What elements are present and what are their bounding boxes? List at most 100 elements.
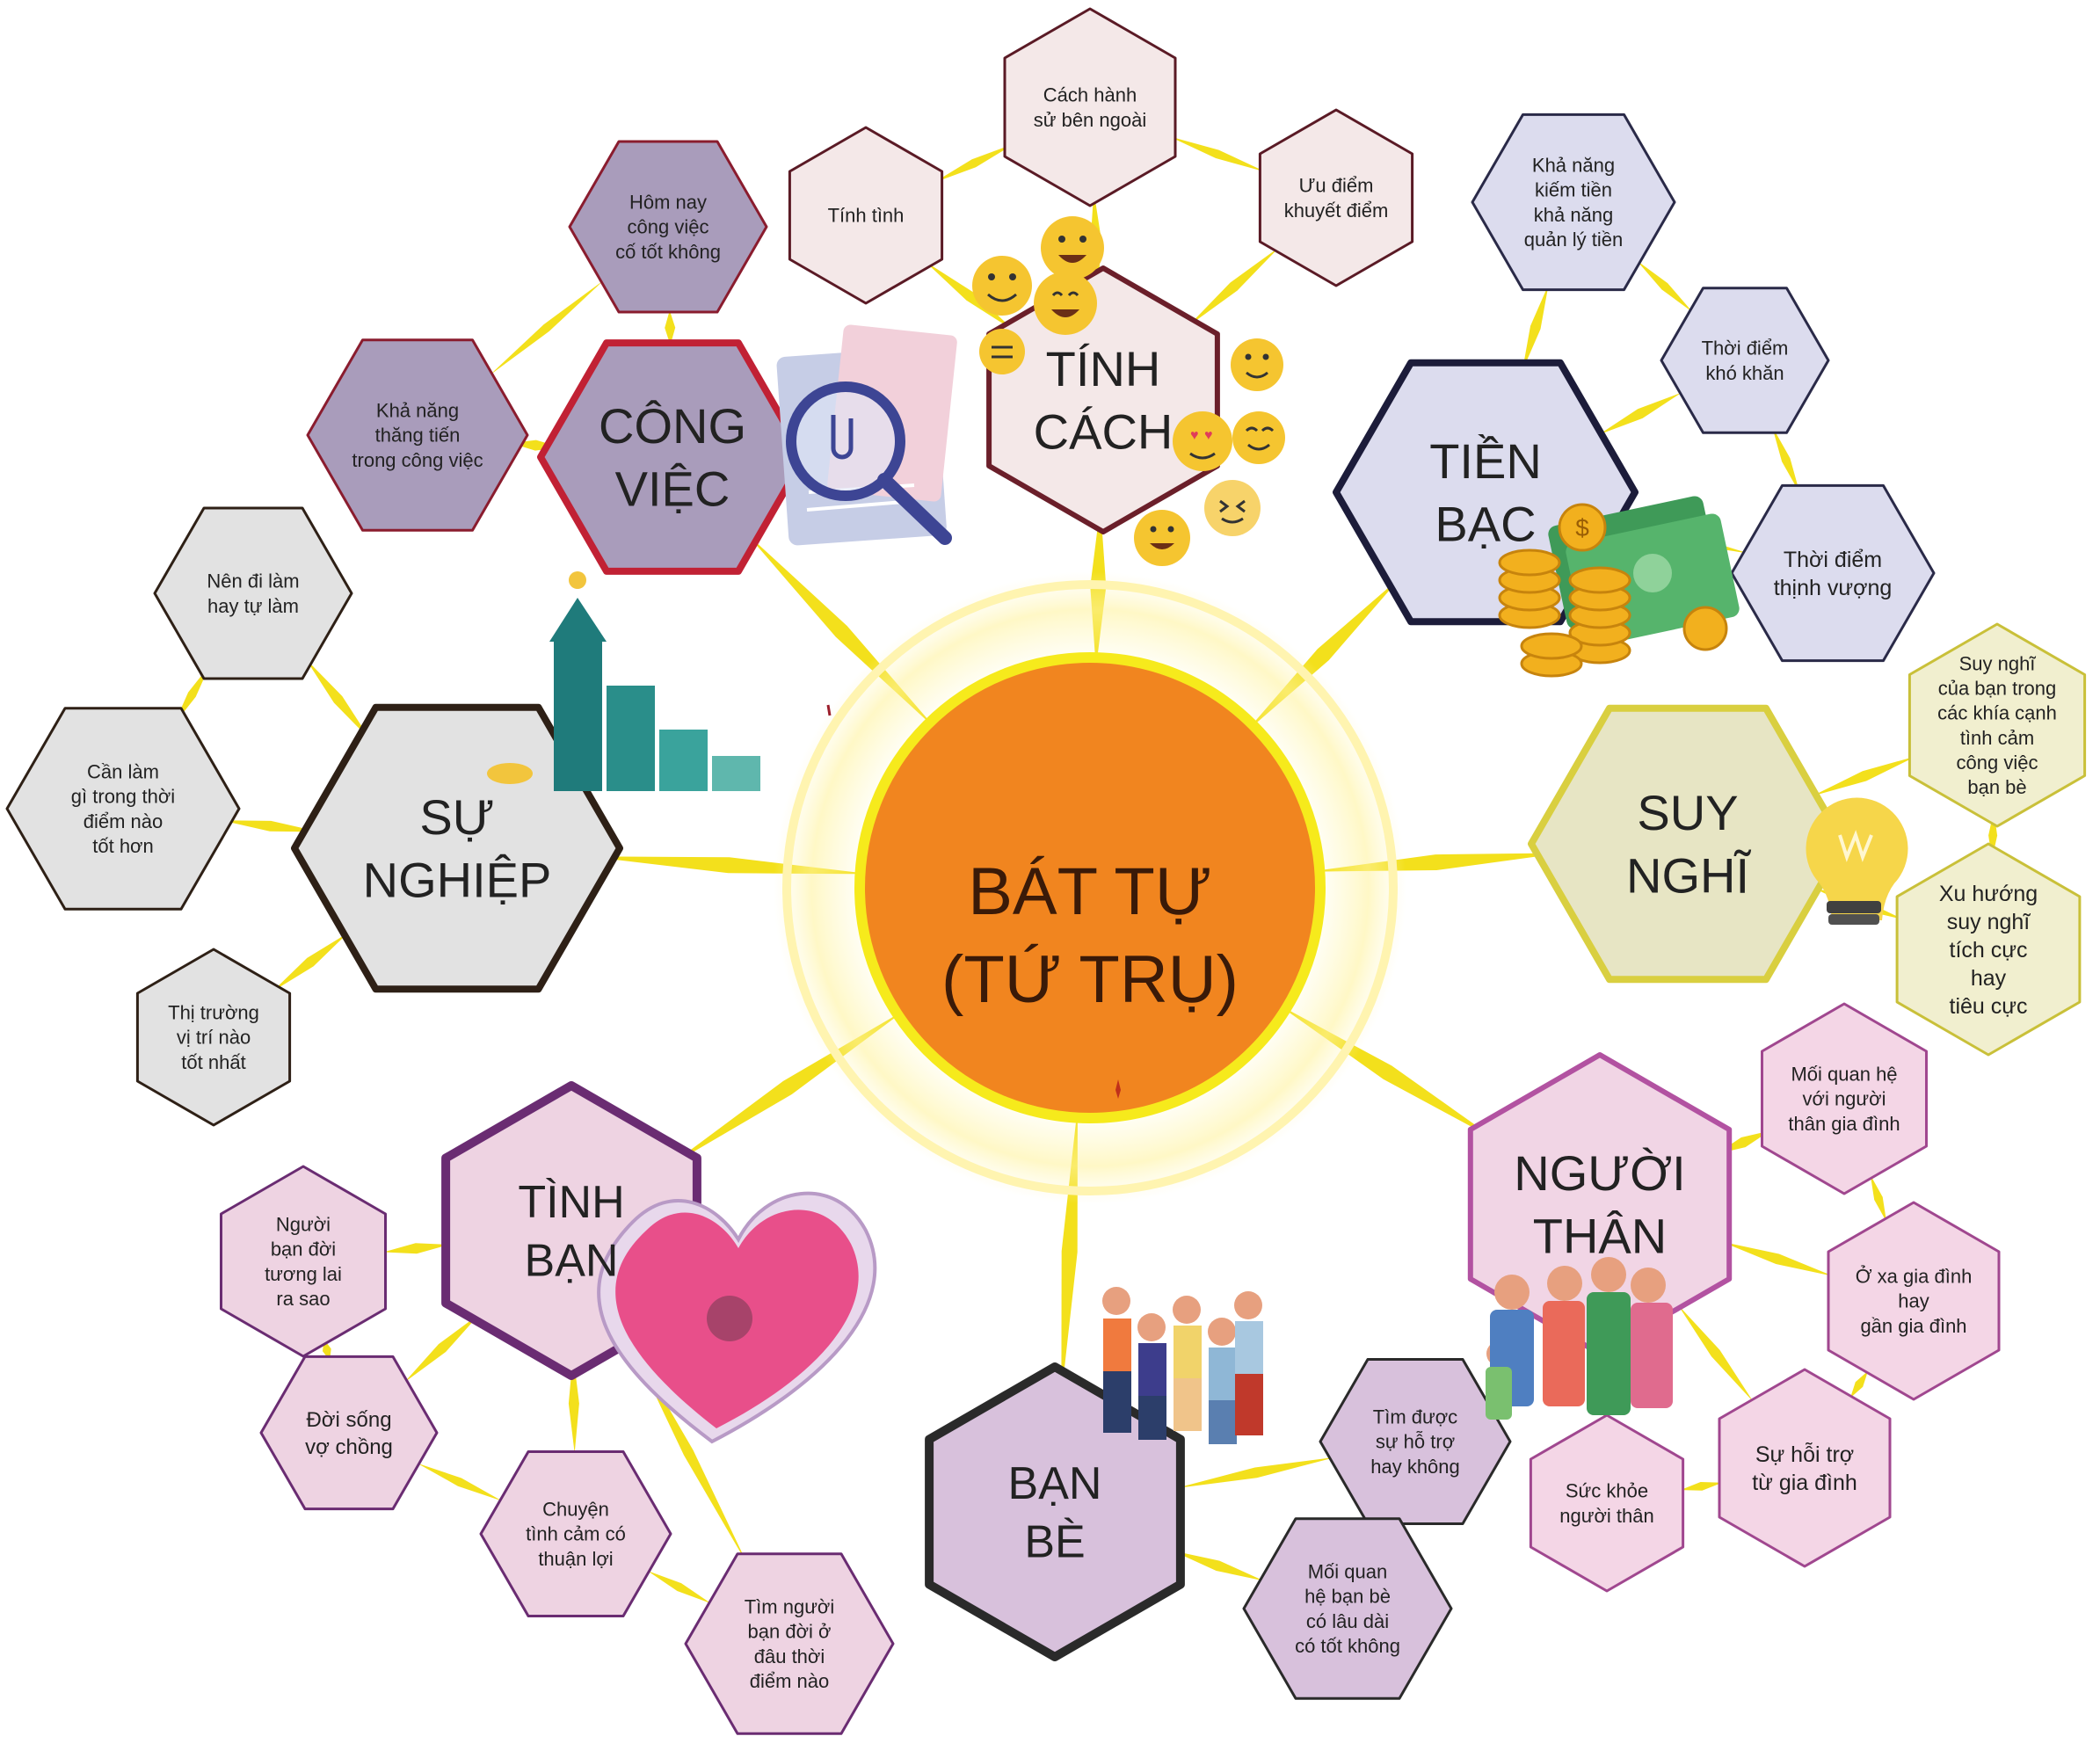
topic-label-line: NGƯỜI [1514,1145,1685,1201]
ray-ban-be-to-tim-duoc-su-ho-tro [1175,1457,1336,1489]
subtopic-hexagon [1258,108,1414,287]
center-node: BÁT TỰ (TỨ TRỤ) [774,571,1406,1204]
subtopic-label-line: bạn đời [271,1239,336,1260]
topic-suy-nghi [1528,704,1848,984]
subtopic-label-line: từ gia đình [1752,1471,1857,1495]
subtopic-label-line: Xu hướng [1939,882,2038,906]
subtopic-label-line: khuyết điểm [1284,200,1389,222]
center-outer-ring [782,580,1398,1195]
subtopic-hexagon [1718,1368,1892,1568]
subtopic-hexagon [1660,287,1830,434]
subtopic-label-line: Tính tình [828,205,905,227]
subtopic-label-line: của bạn trong [1938,678,2057,700]
arrow-up-icon [549,598,607,642]
wink-emoji-icon [1232,411,1285,464]
subtopic-label-line: Nên đi làm [207,570,299,592]
subtopic-label-line: Khả năng [376,400,459,422]
ray-cong-viec-to-hom-nay-cong-viec [665,310,676,345]
ray-hom-nay-cong-viec-to-kha-nang-thang-tien [489,280,604,376]
subtopic-label-line: công việc [628,216,709,238]
subtopic-label-line: trong công việc [352,449,483,471]
ray-tinh-ban-to-nguoi-ban-doi [383,1243,449,1254]
subtopic-label-line: bạn bè [1967,776,2026,798]
subtopic-label-line: Thời điểm [1784,548,1882,572]
subtopic-label-line: tích cực [1950,938,2028,963]
topic-label-line: SỰ [419,789,494,845]
subtopic-hexagon [1907,622,2087,828]
topic-label-overlay-cong-viec: CÔNG VIỆC [599,398,746,517]
topic-hexagon [537,339,808,575]
topic-label-line: CÔNG [599,398,746,454]
career-illustration [487,571,760,791]
ray-tien-bac-to-thoi-diem-kho-khan [1598,392,1682,435]
subtopic-label-line: Suy nghĩ [1959,652,2037,674]
subtopic-hexagon [1761,1002,1928,1195]
ray-tinh-ban-to-doi-song-vo-chong [403,1313,481,1383]
topic-label-line: BẠN [525,1236,619,1287]
subtopic-hexagon [1003,7,1177,207]
subtopic-hexagon [1471,113,1676,292]
ray-tinh-tinh-to-cach-hanh-su [933,143,1015,184]
subtopic-hexagon [1895,842,2082,1057]
subtopic-hexagon [5,707,241,911]
topic-label-line: NGHĨ [1626,847,1751,903]
ray-o-xa-gia-dinh-to-su-ho-tro-gia-dinh [1850,1370,1868,1398]
subtopic-label-line: Cần làm [87,761,159,783]
subtopic-label-line: thân gia đình [1788,1113,1900,1135]
subtopic-label-line: Ưu điểm [1299,175,1374,197]
smile-emoji-icon [972,256,1032,316]
ray-su-nghiep-to-can-lam-gi [221,820,320,832]
topic-label-line: CÁCH [1034,403,1174,459]
subtopic-label-line: Mối quan [1308,1561,1388,1583]
neutral-emoji-icon [979,329,1025,374]
subtopic-label-line: với người [1803,1088,1886,1110]
heart-illustration [597,1191,877,1444]
subtopic-hexagon [684,1552,895,1735]
subtopic-label-line: Cách hành [1043,84,1137,106]
topic-label-line: TÌNH [518,1177,624,1228]
subtopic-label-line: bạn đời ở [748,1621,832,1643]
subtopic-label-line: Sự hỗi trợ [1755,1442,1854,1467]
topic-label-line: TIỀN [1429,433,1542,489]
svg-text:♥: ♥ [1204,428,1213,443]
subtopic-hexagon [568,140,768,314]
subtopic-label-line: Sức khỏe [1566,1480,1648,1502]
topic-hexagon [925,1362,1185,1661]
subtopic-label-line: hệ bạn bè [1304,1586,1391,1608]
topic-label-line: VIỆC [615,461,730,516]
ray-suy-nghi-to-suy-nghi-khia-canh [1812,756,1917,796]
subtopic-hexagon [220,1165,387,1358]
friends-illustration [1102,1287,1263,1444]
topic-ban-be [925,1362,1185,1661]
lightbulb-icon [1806,797,1908,920]
family-illustration [1486,1257,1673,1420]
subtopic-label-line: kiếm tiền [1535,179,1612,201]
emoji-cluster: ♥♥ [972,216,1285,566]
ray-tien-bac-to-kha-nang-kiem-tien [1522,284,1549,371]
ray-doi-song-vo-chong-to-chuyen-tinh-cam [417,1463,503,1501]
subtopic-label-line: Khả năng [1532,155,1615,177]
money-illustration: $ [1498,496,1740,678]
subtopic-hexagon [1529,1413,1685,1593]
subtopic-label-line: Mối quan hệ [1791,1064,1897,1086]
tongue-emoji-icon [1134,510,1190,566]
subtopic-label-line: ra sao [276,1288,330,1310]
subtopic-label-line: công việc [1957,752,2038,774]
topic-hexagon [986,265,1220,534]
subtopic-tinh-tinh: Tính tình [788,126,944,305]
